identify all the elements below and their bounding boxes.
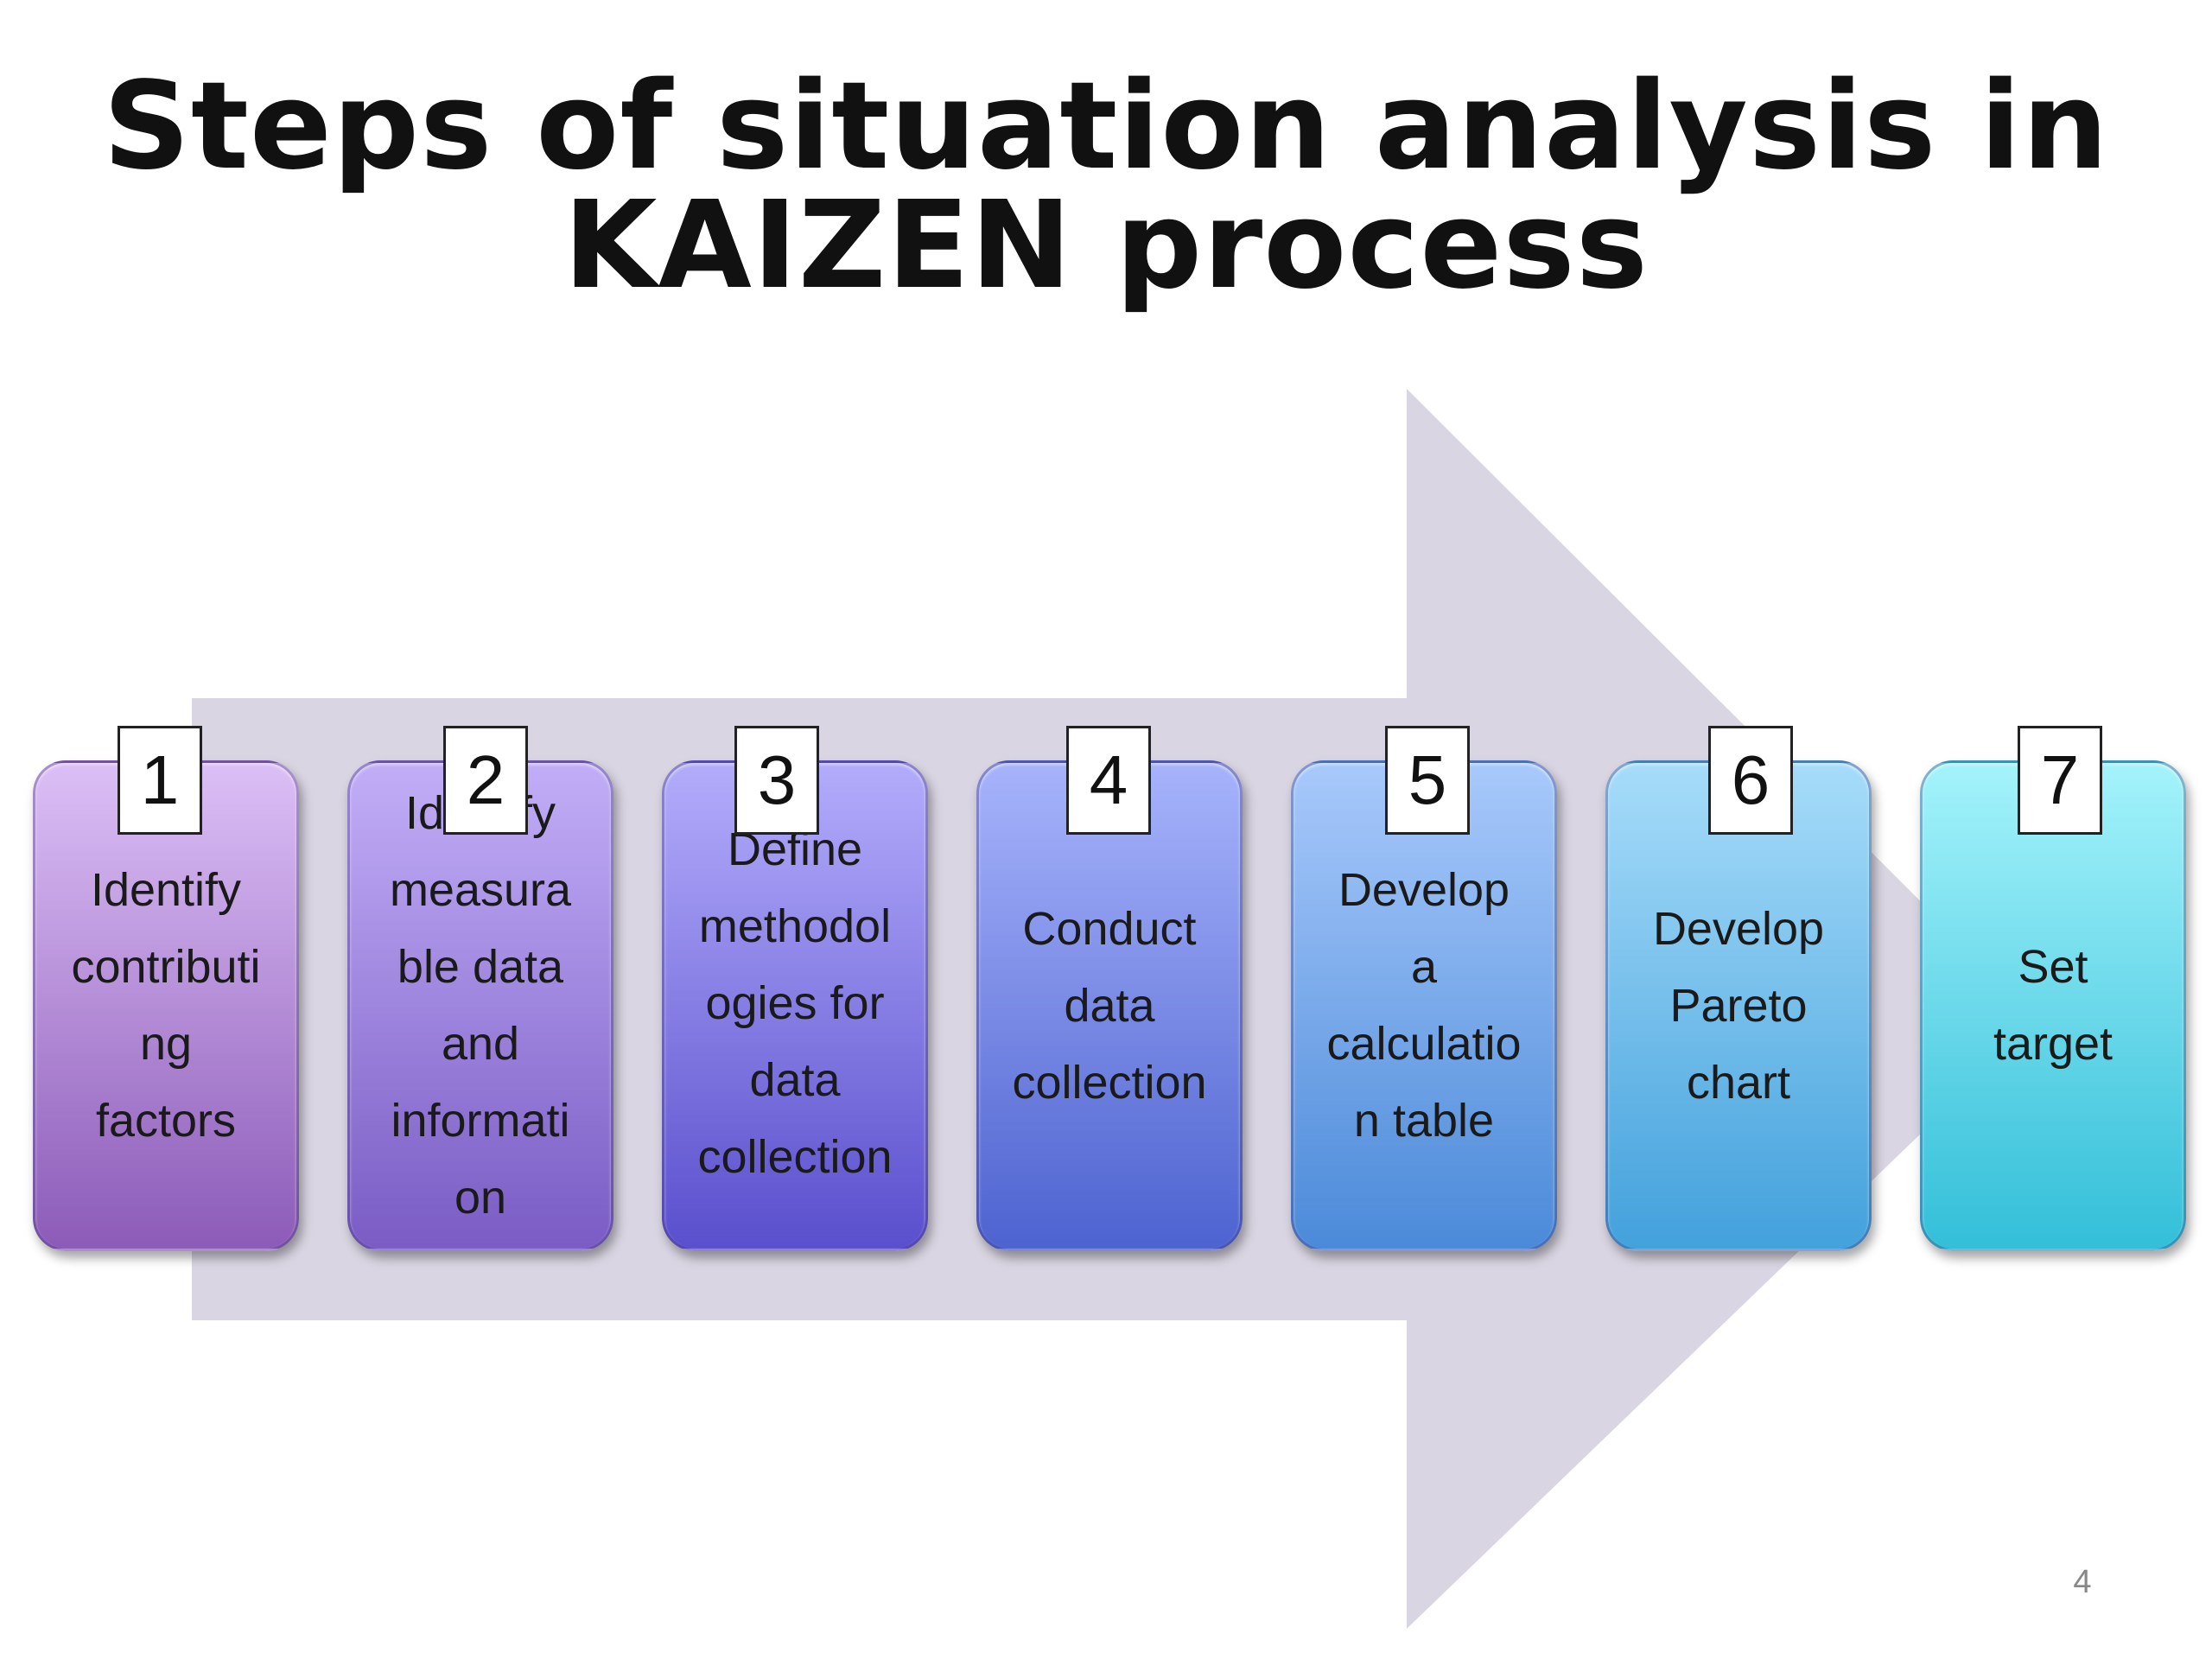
step-text: Develop a calculatio n table [1294,763,1554,1249]
step-text-line: Set [2018,941,2088,993]
slide-title: Steps of situation analysis in KAIZEN pr… [0,56,2212,316]
step-text: Conduct data collection [979,763,1240,1249]
step-text-line: Develop [1652,902,1825,955]
step-text-line: data [1064,979,1155,1032]
step-text-line: chart [1686,1056,1791,1109]
step-text: Set target [1923,763,2183,1249]
step-box-5: Develop a calculatio n table [1291,760,1557,1251]
step-text-line: informati [391,1095,570,1147]
step-text-line: collection [697,1130,893,1183]
step-text-line: measura [389,864,572,916]
step-text-line: on [454,1172,507,1224]
slide-title-line-2: KAIZEN process [563,175,1649,316]
step-number-5: 5 [1385,726,1470,835]
step-text-line: Identify [90,864,242,916]
step-text-line: methodol [698,899,892,952]
step-box-4: Conduct data collection [976,760,1243,1251]
step-text-line: data [749,1053,841,1106]
step-text-block: Develop a calculatio n table [1326,852,1521,1160]
step-text: Identify contributi ng factors [35,763,296,1249]
step-number-4: 4 [1066,726,1151,835]
step-text-line: n table [1353,1095,1495,1147]
step-number-1: 1 [118,726,202,835]
step-text-line: Pareto [1669,979,1808,1032]
step-box-7: Set target [1920,760,2186,1251]
step-text-line: factors [95,1095,237,1147]
step-text-line: ogies for [705,976,885,1029]
step-text-block: Identify contributi ng factors [71,852,260,1160]
step-text-line: Conduct [1022,902,1197,955]
step-text-block: Conduct data collection [1012,891,1206,1122]
step-box-1: Identify contributi ng factors [33,760,299,1251]
step-text-line: contributi [71,941,261,993]
step-text-line: and [441,1018,520,1070]
step-text-line: collection [1012,1056,1207,1109]
step-text-line: Develop [1338,864,1510,916]
step-text-line: a [1410,941,1438,993]
step-text-line: ble data [397,941,564,993]
step-number-2: 2 [443,726,528,835]
step-number-6: 6 [1708,726,1793,835]
slide-title-line-1: Steps of situation analysis in [103,56,2109,197]
step-text-line: target [1993,1018,2113,1070]
step-text-line: calculatio [1326,1018,1522,1070]
step-text-line: ng [139,1018,193,1070]
page-number: 4 [2073,1564,2092,1600]
step-number-7: 7 [2018,726,2102,835]
step-text-block: Set target [1993,929,2113,1083]
step-number-3: 3 [734,726,819,835]
